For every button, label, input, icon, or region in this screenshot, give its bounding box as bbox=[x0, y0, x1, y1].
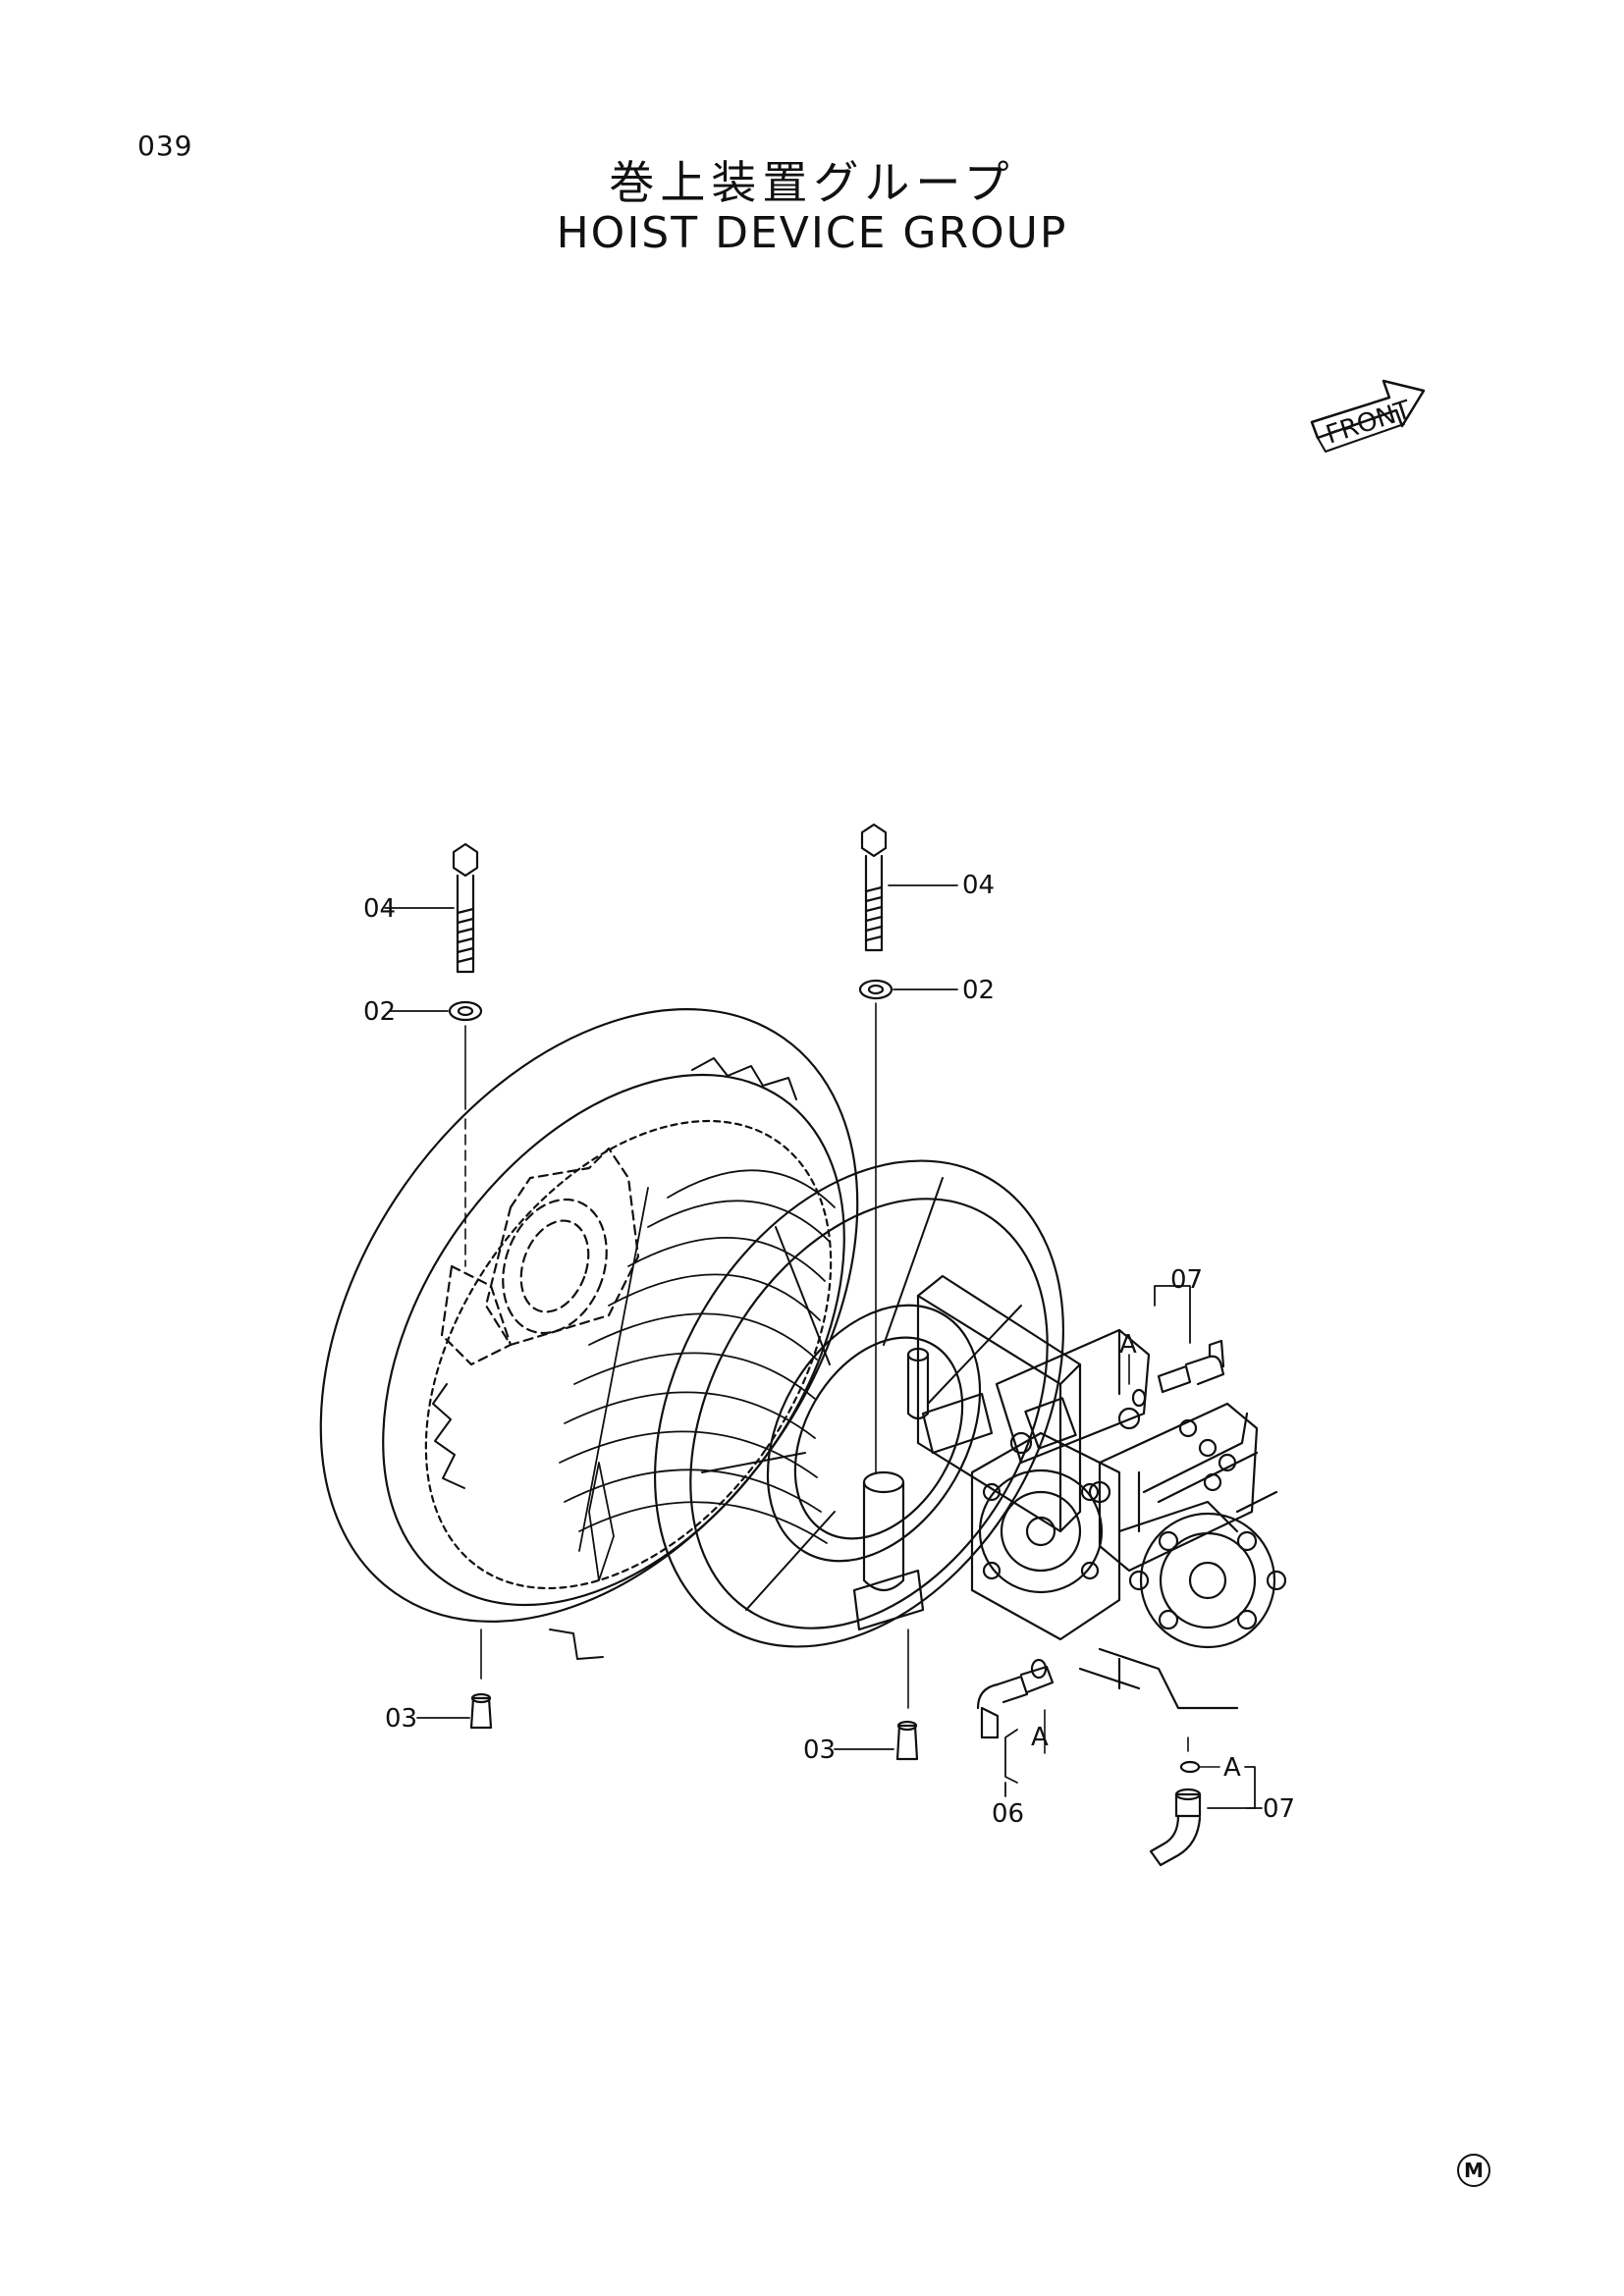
bolt-left bbox=[384, 842, 479, 974]
elbow-middle bbox=[976, 1658, 1055, 1797]
callout-washer-left: 02 bbox=[363, 997, 396, 1027]
callout-bolt-left: 04 bbox=[363, 894, 396, 924]
right-bearing-housing bbox=[852, 1347, 994, 1631]
page-number: 039 bbox=[137, 130, 193, 162]
callout-elbow-lower: 07 bbox=[1263, 1794, 1295, 1824]
nut-left bbox=[416, 1692, 493, 1730]
drum-front-flange bbox=[653, 1159, 1065, 1648]
elbow-lower bbox=[1149, 1736, 1263, 1867]
callout-bolt-right: 04 bbox=[962, 871, 995, 900]
callout-washer-right: 02 bbox=[962, 976, 995, 1005]
callout-nut-left: 03 bbox=[385, 1704, 417, 1734]
callout-elbow-middle: 06 bbox=[992, 1799, 1024, 1829]
washer-left bbox=[390, 1000, 483, 1022]
title-japanese: 巻上装置グループ bbox=[609, 156, 1015, 209]
left-bracket-hidden bbox=[440, 1147, 640, 1366]
title-english: HOIST DEVICE GROUP bbox=[556, 208, 1068, 258]
front-arrow-icon: FRONT bbox=[1310, 379, 1426, 453]
drum-barrel bbox=[559, 1169, 836, 1581]
nut-right bbox=[834, 1720, 919, 1761]
callout-nut-right: 03 bbox=[803, 1735, 836, 1765]
callout-oring-upper: A bbox=[1119, 1330, 1137, 1360]
hydraulic-motor-assembly bbox=[916, 1274, 1287, 1710]
bolt-right bbox=[860, 823, 958, 952]
washer-right bbox=[858, 979, 958, 1000]
callout-oring-middle: A bbox=[1031, 1723, 1049, 1752]
callout-oring-lower: A bbox=[1223, 1753, 1241, 1783]
elbow-upper bbox=[1128, 1285, 1225, 1408]
callout-elbow-upper: 07 bbox=[1170, 1265, 1203, 1295]
revision-marker: M bbox=[1457, 2154, 1490, 2187]
